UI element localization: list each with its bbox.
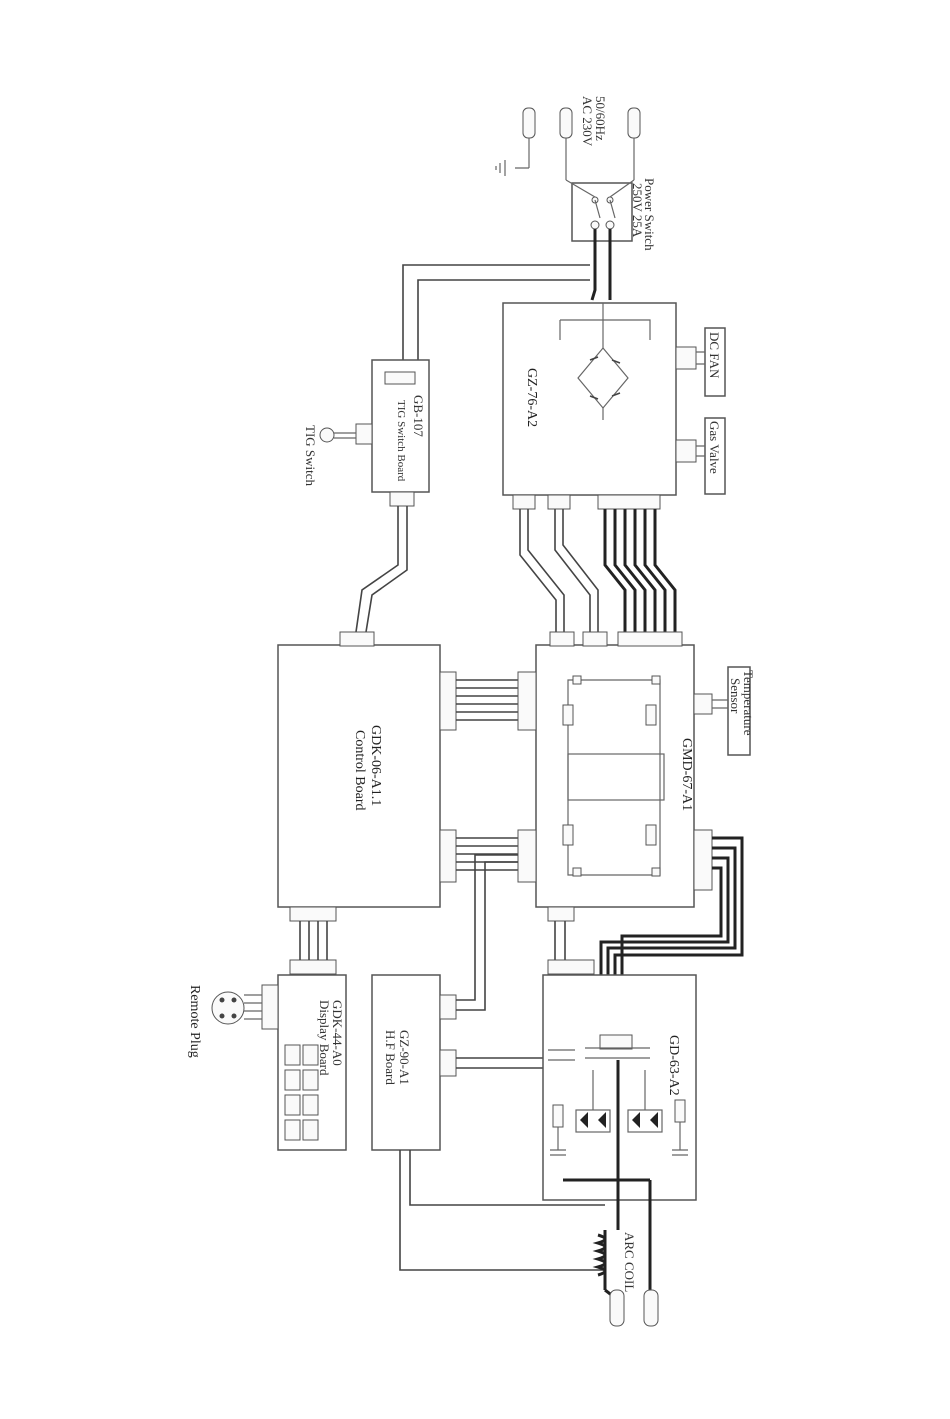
hf-board-sub-label: H.F Board [383, 1030, 398, 1085]
arc-coil-label: ARC COIL [622, 1232, 637, 1292]
temp-sensor-label-2: Sensor [728, 678, 743, 714]
control-gmd-wires [456, 680, 518, 870]
remote-plug-label: Remote Plug [187, 985, 202, 1058]
control-board-label: GDK-06-A1.1 [368, 725, 383, 806]
ac-freq-label: 50/60Hz [593, 96, 608, 141]
display-board-sub-label: Display Board [317, 1000, 332, 1076]
gz76-label: GZ-76-A2 [524, 368, 539, 427]
dc-fan-label: DC FAN [707, 332, 722, 379]
control-board-sub-label: Control Board [352, 730, 367, 811]
ac-input-label: AC 230V [580, 96, 595, 147]
hf-board-label: GZ-90-A1 [397, 1030, 412, 1085]
gmd-label: GMD-67-A1 [679, 738, 694, 811]
gd63-label: GD-63-A2 [666, 1035, 681, 1096]
power-switch [566, 180, 634, 241]
gb107-label: GB-107 [411, 395, 426, 437]
ac-input-plugs [496, 108, 640, 180]
tig-switch-label: TIG Switch [303, 425, 318, 487]
gb107-sub-label: TIG Switch Board [395, 400, 407, 482]
power-switch-rating: 250V 25A [630, 183, 645, 238]
gas-valve-label: Gas Valve [707, 421, 722, 474]
remote-plug [212, 992, 262, 1024]
